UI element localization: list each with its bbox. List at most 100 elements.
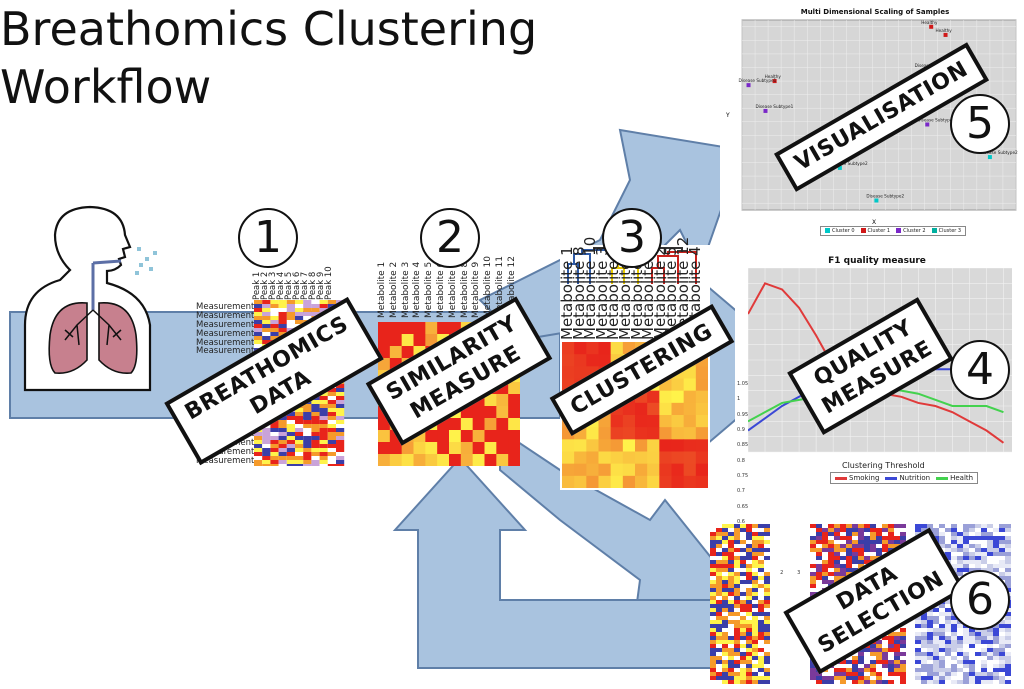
- heat-cell: [270, 440, 279, 444]
- selection-cell: [834, 548, 840, 552]
- selection-cell: [810, 528, 816, 532]
- selection-cell: [716, 572, 722, 576]
- selection-cell: [882, 532, 888, 536]
- selection-cell: [752, 612, 758, 616]
- selection-cell: [734, 668, 740, 672]
- selection-cell: [1005, 560, 1011, 564]
- selection-cell: [846, 680, 852, 684]
- selection-cell: [764, 600, 770, 604]
- heat-cell: [278, 464, 287, 466]
- heat-cell: [327, 452, 336, 456]
- selection-cell: [822, 672, 828, 676]
- selection-cell: [734, 564, 740, 568]
- selection-cell: [963, 672, 969, 676]
- selection-cell: [999, 568, 1005, 572]
- selection-cell: [981, 564, 987, 568]
- selection-cell: [987, 532, 993, 536]
- cluster-cell: [610, 463, 624, 477]
- selection-cell: [864, 528, 870, 532]
- selection-cell: [852, 660, 858, 664]
- selection-cell: [981, 636, 987, 640]
- similarity-cell: [413, 442, 426, 455]
- selection-cell: [963, 676, 969, 680]
- selection-cell: [945, 680, 951, 684]
- selection-cell: [900, 652, 906, 656]
- selection-cell: [888, 528, 894, 532]
- selection-cell: [939, 640, 945, 644]
- selection-cell: [939, 644, 945, 648]
- selection-cell: [846, 524, 852, 528]
- selection-cell: [746, 608, 752, 612]
- selection-cell: [852, 564, 858, 568]
- selection-cell: [758, 532, 764, 536]
- selection-cell: [740, 580, 746, 584]
- cluster-cell: [659, 451, 672, 465]
- selection-cell: [728, 532, 734, 536]
- selection-cell: [746, 640, 752, 644]
- heat-cell: [286, 412, 295, 416]
- selection-cell: [969, 548, 975, 552]
- selection-cell: [828, 548, 834, 552]
- selection-cell: [975, 548, 981, 552]
- selection-cell: [981, 548, 987, 552]
- selection-cell: [722, 612, 728, 616]
- selection-cell: [957, 628, 963, 632]
- selection-cell: [876, 544, 882, 548]
- selection-cell: [764, 604, 770, 608]
- similarity-cell: [449, 454, 462, 466]
- selection-cell: [728, 624, 734, 628]
- heat-cell: [262, 312, 271, 316]
- cluster-cell: [586, 354, 599, 367]
- selection-cell: [828, 560, 834, 564]
- heat-cell: [262, 316, 271, 320]
- selection-cell: [710, 572, 716, 576]
- selection-cell: [939, 668, 945, 672]
- heat-cell: [295, 304, 304, 308]
- heat-cell: [303, 464, 312, 466]
- mds-title: Multi Dimensional Scaling of Samples: [800, 8, 950, 16]
- cluster-cell: [683, 390, 697, 404]
- cluster-cell: [659, 402, 672, 416]
- selection-cell: [816, 548, 822, 552]
- selection-cell: [822, 544, 828, 548]
- selection-cell: [870, 532, 876, 536]
- similarity-cell: [508, 442, 520, 455]
- heat-cell: [319, 424, 328, 428]
- selection-cell: [1005, 576, 1011, 580]
- selection-cell: [858, 664, 864, 668]
- heat-cell: [254, 344, 263, 348]
- heat-cell: [311, 308, 320, 312]
- selection-cell: [740, 648, 746, 652]
- selection-cell: [864, 648, 870, 652]
- selection-cell: [840, 524, 846, 528]
- heat-cell: [286, 304, 295, 308]
- selection-cell: [894, 656, 900, 660]
- selection-cell: [876, 644, 882, 648]
- selection-cell: [834, 544, 840, 548]
- similarity-cell: [413, 454, 426, 466]
- selection-cell: [752, 552, 758, 556]
- selection-cell: [927, 636, 933, 640]
- heat-cell: [270, 436, 279, 440]
- selection-cell: [752, 540, 758, 544]
- selection-cell: [734, 568, 740, 572]
- selection-cell: [710, 612, 716, 616]
- cluster-cell: [683, 415, 697, 428]
- selection-cell: [927, 640, 933, 644]
- heat-cell: [319, 416, 328, 420]
- selection-cell: [728, 664, 734, 668]
- selection-cell: [816, 676, 822, 680]
- similarity-cell: [496, 418, 509, 431]
- selection-cell: [900, 680, 906, 684]
- heat-cell: [311, 444, 320, 448]
- selection-cell: [876, 676, 882, 680]
- heat-cell: [270, 424, 279, 428]
- heat-cell: [286, 324, 295, 328]
- selection-cell: [828, 672, 834, 676]
- selection-cell: [975, 556, 981, 560]
- selection-cell: [993, 652, 999, 656]
- step-2-number: 2: [420, 208, 480, 268]
- selection-cell: [969, 648, 975, 652]
- heat-cell: [295, 408, 304, 412]
- selection-cell: [758, 588, 764, 592]
